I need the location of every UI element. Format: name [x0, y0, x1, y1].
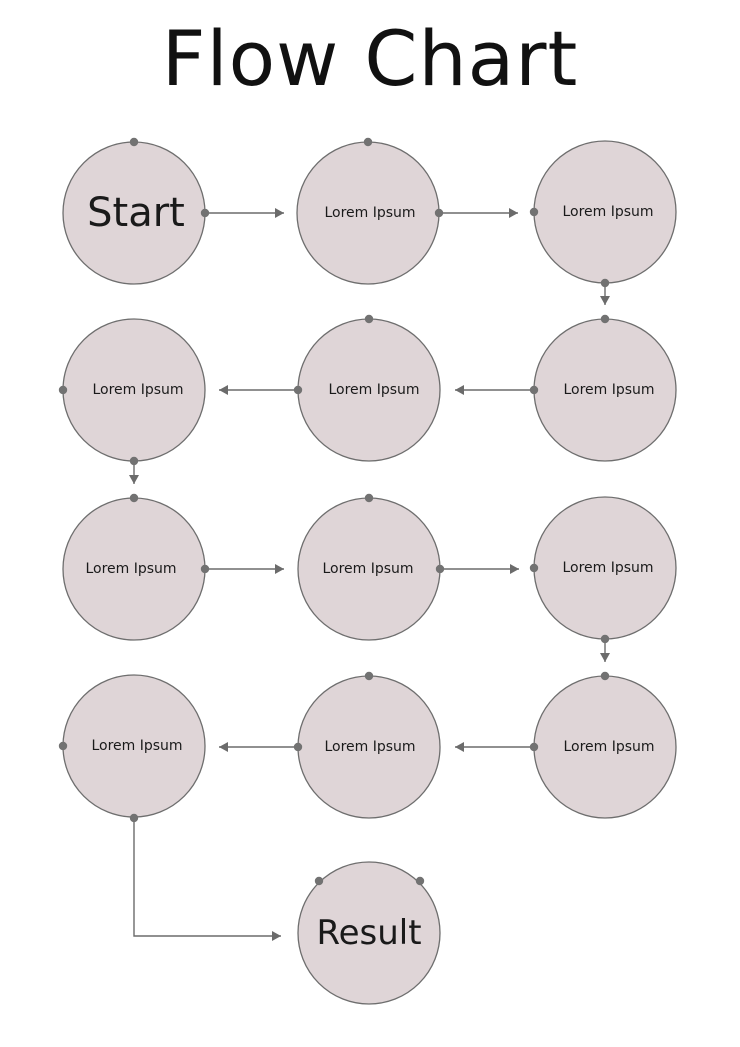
port-dot — [364, 314, 374, 324]
port-dot — [415, 876, 425, 886]
node-label: Result — [316, 913, 421, 953]
arrow-head-icon — [455, 742, 464, 752]
flow-node-n5: Lorem Ipsum — [58, 318, 206, 466]
flow-node-n10: Lorem Ipsum — [293, 671, 441, 819]
node-label: Lorem Ipsum — [563, 382, 654, 398]
arrow-head-icon — [600, 653, 610, 662]
port-dot — [129, 137, 139, 147]
connector-n1-to-n2 — [439, 208, 518, 218]
port-dot — [600, 634, 610, 644]
port-dot — [364, 671, 374, 681]
flow-node-n6: Lorem Ipsum — [62, 493, 210, 641]
flow-node-n2: Lorem Ipsum — [529, 140, 677, 284]
node-label: Lorem Ipsum — [562, 204, 653, 220]
connector-line — [133, 818, 281, 937]
arrow-head-icon — [219, 385, 228, 395]
node-circle — [297, 861, 441, 1005]
port-dot — [58, 385, 68, 395]
arrow-head-icon — [219, 742, 228, 752]
node-label: Lorem Ipsum — [328, 382, 419, 398]
flow-node-n9: Lorem Ipsum — [529, 671, 677, 819]
port-dot — [529, 742, 539, 752]
flow-node-n1: Lorem Ipsum — [296, 137, 444, 285]
port-dot — [529, 207, 539, 217]
arrow-head-icon — [275, 564, 284, 574]
port-dot — [293, 385, 303, 395]
port-dot — [364, 493, 374, 503]
flow-node-n3: Lorem Ipsum — [529, 278, 677, 462]
arrow-head-icon — [509, 208, 518, 218]
port-dot — [600, 314, 610, 324]
node-label: Lorem Ipsum — [322, 561, 413, 577]
connector-n6-to-n7 — [205, 564, 284, 574]
port-dot — [435, 564, 445, 574]
port-dot — [314, 876, 324, 886]
arrow-head-icon — [600, 296, 610, 305]
port-dot — [600, 671, 610, 681]
node-label: Lorem Ipsum — [92, 382, 183, 398]
connector-n3-to-n4 — [455, 385, 534, 395]
connector-n10-to-n11 — [219, 742, 298, 752]
arrow-head-icon — [275, 208, 284, 218]
node-label: Start — [87, 190, 185, 236]
arrow-head-icon — [129, 475, 139, 484]
connector-n11-to-result — [133, 818, 281, 941]
arrow-head-icon — [510, 564, 519, 574]
node-label: Lorem Ipsum — [324, 205, 415, 221]
port-dot — [529, 385, 539, 395]
port-dot — [434, 208, 444, 218]
flow-node-n11: Lorem Ipsum — [58, 674, 206, 823]
port-dot — [529, 563, 539, 573]
node-label: Lorem Ipsum — [563, 739, 654, 755]
port-dot — [600, 278, 610, 288]
node-label: Lorem Ipsum — [324, 739, 415, 755]
port-dot — [129, 813, 139, 823]
connector-n9-to-n10 — [455, 742, 534, 752]
port-dot — [129, 456, 139, 466]
flow-node-n7: Lorem Ipsum — [297, 493, 445, 641]
flow-node-n8: Lorem Ipsum — [529, 496, 677, 644]
arrow-head-icon — [272, 931, 281, 941]
port-dot — [293, 742, 303, 752]
connector-start-to-n1 — [205, 208, 284, 218]
arrow-head-icon — [455, 385, 464, 395]
flow-node-start: Start — [62, 137, 210, 285]
connector-n4-to-n5 — [219, 385, 298, 395]
port-dot — [129, 493, 139, 503]
connector-n7-to-n8 — [440, 564, 519, 574]
port-dot — [363, 137, 373, 147]
port-dot — [58, 741, 68, 751]
node-label: Lorem Ipsum — [85, 561, 176, 577]
flow-node-n4: Lorem Ipsum — [293, 314, 441, 462]
port-dot — [200, 564, 210, 574]
node-label: Lorem Ipsum — [562, 560, 653, 576]
port-dot — [200, 208, 210, 218]
flow-node-result: Result — [297, 861, 441, 1005]
chart-title: Flow Chart — [161, 14, 579, 103]
node-label: Lorem Ipsum — [91, 738, 182, 754]
